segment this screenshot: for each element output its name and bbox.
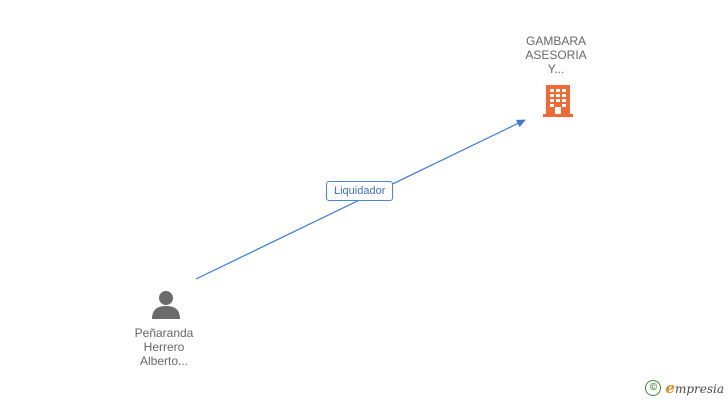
building-icon[interactable]: [540, 83, 576, 119]
empresia-logo[interactable]: empresia: [665, 379, 724, 397]
person-name-line-3: Alberto...: [139, 354, 189, 368]
company-name-line-3: Y...: [547, 62, 565, 76]
person-icon[interactable]: [150, 289, 182, 321]
footer-brand: © empresia: [645, 379, 724, 397]
person-name-label[interactable]: Peñaranda Herrero Alberto...: [104, 326, 224, 368]
copyright-icon: ©: [645, 380, 662, 396]
company-name-label[interactable]: GAMBARA ASESORIA Y...: [496, 34, 616, 76]
brand-rest: mpresia: [674, 382, 724, 396]
person-name-line-1: Peñaranda: [134, 326, 194, 340]
person-name-line-2: Herrero: [143, 340, 185, 354]
relation-label-badge[interactable]: Liquidador: [326, 181, 394, 201]
company-name-line-1: GAMBARA: [525, 34, 586, 48]
brand-initial: e: [665, 379, 675, 397]
company-name-line-2: ASESORIA: [525, 48, 587, 62]
